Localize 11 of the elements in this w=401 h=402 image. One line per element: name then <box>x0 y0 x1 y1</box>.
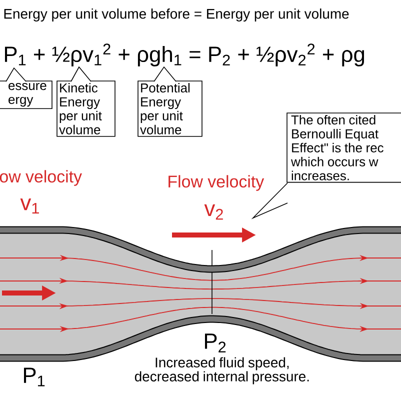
title: Energy per unit volume before = Energy per unit volume <box>4 8 349 22</box>
callout-box: Kinetic Energy per unit volume <box>56 66 116 137</box>
pressure-symbol: P$_{2}$ <box>205 334 226 352</box>
equation: P$_{1}$ + ½ρv$_{1}$$^{2}$ + ρgh$_{1}$ = P$_{2}$ + ½ρv$_{2}$$^{2}$ + ρg <box>5 44 364 66</box>
pressure-symbol: P$_{1}$ <box>24 368 45 386</box>
callout-box: essure ergy <box>0 67 52 109</box>
callout-box: Potential Energy per unit volume <box>138 66 202 137</box>
caption-text: Increased fluid speed, decreased internal pressure. <box>134 357 309 384</box>
velocity-symbol: v$_{2}$ <box>204 204 223 220</box>
flow-label: ow velocity <box>0 170 82 186</box>
velocity-symbol: v$_{1}$ <box>20 198 39 214</box>
